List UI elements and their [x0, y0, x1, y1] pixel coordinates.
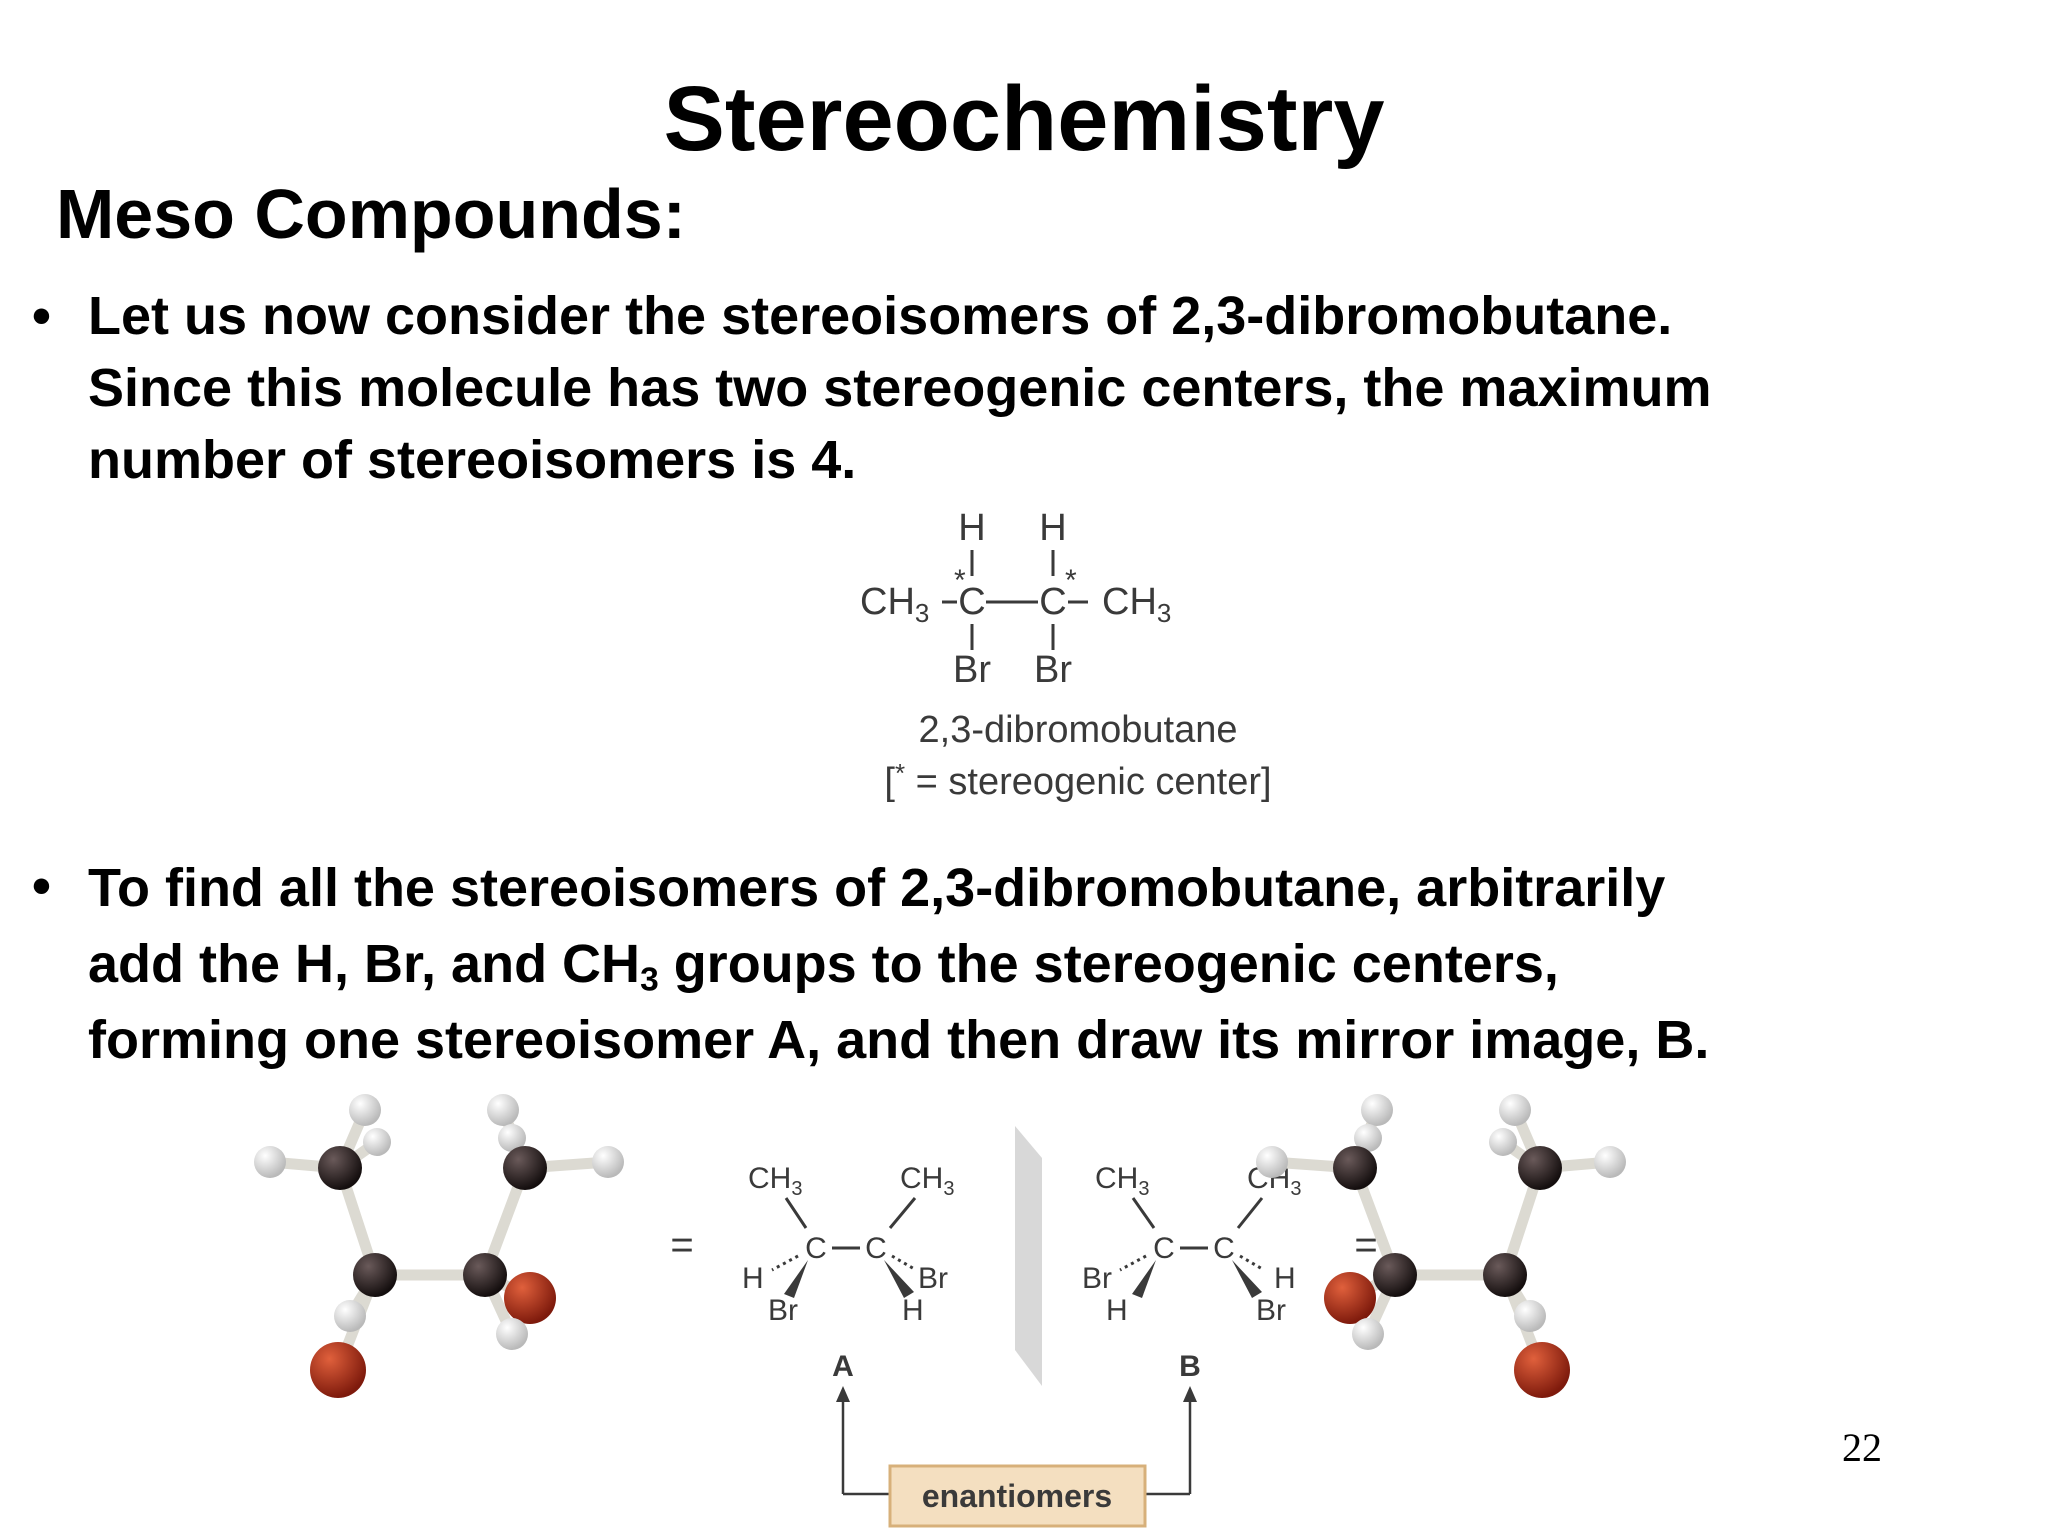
page-number: 22 [1842, 1425, 1882, 1470]
structure-a: CH3 CH3 C C H Br Br H [742, 1162, 954, 1327]
structure-star-right: * [1065, 564, 1077, 597]
hydrogen-atom [1499, 1094, 1531, 1126]
svg-text:Br: Br [918, 1262, 948, 1295]
structure-bonds [942, 550, 1088, 650]
hydrogen-atom [254, 1146, 286, 1178]
carbon-atom [1333, 1146, 1377, 1190]
carbon-atom [503, 1146, 547, 1190]
structure-ch3-left: CH3 [860, 581, 929, 628]
equals-sign-right: = [1354, 1223, 1377, 1267]
bromine-atom [1514, 1342, 1570, 1398]
carbon-atom [1373, 1253, 1417, 1297]
hydrogen-atom [498, 1124, 526, 1152]
bromine-atom [310, 1342, 366, 1398]
bromine-atom [504, 1272, 556, 1324]
structure-h-left: H [958, 507, 985, 549]
bullet-1-line-1: Let us now consider the stereoisomers of… [88, 286, 1673, 346]
svg-text:H: H [1106, 1294, 1128, 1327]
hydrogen-atom [1361, 1094, 1393, 1126]
svg-text:H: H [902, 1294, 924, 1327]
enantiomers-box [888, 1464, 1147, 1528]
slide-subtitle: Meso Compounds: [56, 175, 686, 253]
bullet-1-text: Let us now consider the stereoisomers of… [88, 280, 1968, 496]
structure-legend: [* = stereogenic center] [884, 758, 1271, 803]
bullet-1-line-2: Since this molecule has two stereogenic … [88, 358, 1712, 418]
svg-text:C: C [805, 1232, 827, 1265]
equals-sign-left: = [670, 1223, 693, 1267]
svg-text:CH3: CH3 [748, 1162, 802, 1200]
svg-text:C: C [1153, 1232, 1175, 1265]
svg-text:H: H [742, 1262, 764, 1295]
structure-br-left: Br [953, 649, 991, 691]
bullet-2-line-2: add the H, Br, and CH3 groups to the ste… [88, 934, 1559, 999]
hydrogen-atom [1352, 1318, 1384, 1350]
carbon-atom [353, 1253, 397, 1297]
carbon-atom [1518, 1146, 1562, 1190]
label-a: A [832, 1350, 854, 1383]
bullet-2-line-1: To find all the stereoisomers of 2,3-dib… [88, 858, 1666, 918]
label-b: B [1179, 1350, 1201, 1383]
svg-text:Br: Br [1256, 1294, 1286, 1327]
structure-b: CH3 CH3 C C Br H H Br [1082, 1162, 1301, 1327]
ball-stick-model-right [1256, 1094, 1626, 1398]
enantiomer-arrows [841, 1398, 1192, 1496]
bullet-dot: • [32, 286, 51, 346]
svg-text:H: H [1274, 1262, 1296, 1295]
bromine-atom [1324, 1272, 1376, 1324]
structure-h-right: H [1039, 507, 1066, 549]
hydrogen-atom [592, 1146, 624, 1178]
svg-text:CH3: CH3 [1095, 1162, 1149, 1200]
svg-text:CH3: CH3 [900, 1162, 954, 1200]
hydrogen-atom [334, 1300, 366, 1332]
hydrogen-atom [349, 1094, 381, 1126]
structure-star-left: * [954, 564, 966, 597]
carbon-atom [1483, 1253, 1527, 1297]
hydrogen-atom [1489, 1128, 1517, 1156]
svg-text:Br: Br [768, 1294, 798, 1327]
enantiomers-label: enantiomers [922, 1478, 1112, 1514]
dibromobutane-structure: H H CH3 * C C * CH3 Br Br 2,3-dibromobut… [860, 507, 1272, 803]
svg-text:C: C [1213, 1232, 1235, 1265]
hydrogen-atom [487, 1094, 519, 1126]
hydrogen-atom [1354, 1124, 1382, 1152]
enantiomer-figure: = CH3 CH3 C C H Br Br H CH3 CH3 C [254, 1094, 1626, 1528]
structure-name: 2,3-dibromobutane [919, 709, 1238, 751]
svg-text:Br: Br [1082, 1262, 1112, 1295]
hydrogen-atom [1514, 1300, 1546, 1332]
bullet-2-line-3: forming one stereoisomer A, and then dra… [88, 1010, 1710, 1070]
svg-text:C: C [865, 1232, 887, 1265]
structure-c-right: C [1039, 581, 1066, 623]
bullet-2-text: To find all the stereoisomers of 2,3-dib… [88, 850, 1968, 1078]
hydrogen-atom [1256, 1146, 1288, 1178]
hydrogen-atom [1594, 1146, 1626, 1178]
structure-c-left: C [958, 581, 985, 623]
structure-br-right: Br [1034, 649, 1072, 691]
ball-stick-model-left [254, 1094, 624, 1398]
carbon-atom [463, 1253, 507, 1297]
slide-title: Stereochemistry [663, 68, 1385, 170]
bullet-1-line-3: number of stereoisomers is 4. [88, 430, 857, 490]
hydrogen-atom [496, 1318, 528, 1350]
mirror-plane [1015, 1126, 1042, 1386]
hydrogen-atom [363, 1128, 391, 1156]
structure-ch3-right: CH3 [1102, 581, 1171, 628]
carbon-atom [318, 1146, 362, 1190]
bullet-dot: • [32, 856, 51, 916]
